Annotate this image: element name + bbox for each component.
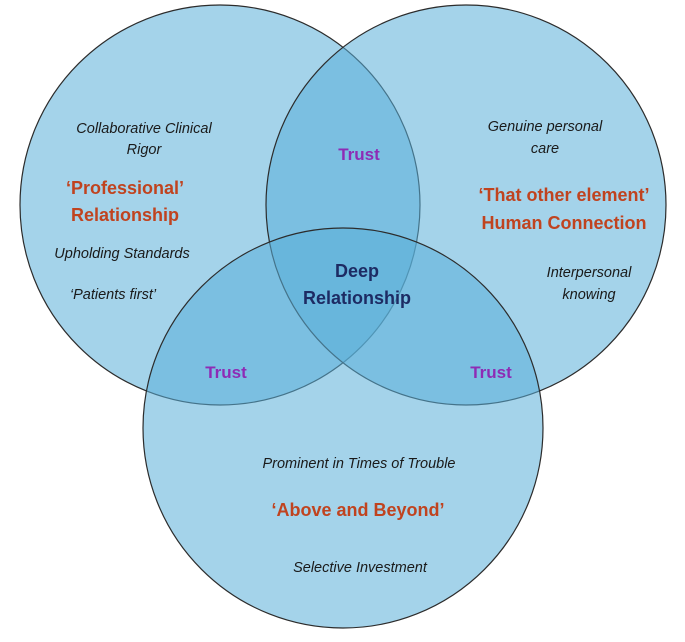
left-italic-top-line-1: Collaborative Clinical [76,121,212,137]
right-italic-top-line-1: Genuine personal [488,119,603,135]
center-label-line-1: Deep [335,261,379,281]
left-heading-line-2: Relationship [71,205,179,225]
left-italic-bottom: ‘Patients first’ [70,287,157,303]
trust-label-top: Trust [338,145,380,164]
bottom-italic-bottom: Selective Investment [293,560,428,576]
right-italic-bottom-line-2: knowing [562,287,615,303]
right-heading-line-2: Human Connection [482,213,647,233]
right-italic-top-line-2: care [531,141,559,157]
trust-label-left: Trust [205,363,247,382]
left-heading-line-1: ‘Professional’ [66,178,184,198]
left-italic-mid: Upholding Standards [54,246,189,262]
trust-label-right: Trust [470,363,512,382]
right-heading-line-1: ‘That other element’ [478,185,649,205]
bottom-circle [142,227,544,629]
bottom-heading: ‘Above and Beyond’ [271,500,444,520]
left-italic-top-line-2: Rigor [127,142,163,158]
center-label-line-2: Relationship [303,288,411,308]
bottom-italic-top: Prominent in Times of Trouble [262,456,455,472]
right-italic-bottom-line-1: Interpersonal [547,265,632,281]
